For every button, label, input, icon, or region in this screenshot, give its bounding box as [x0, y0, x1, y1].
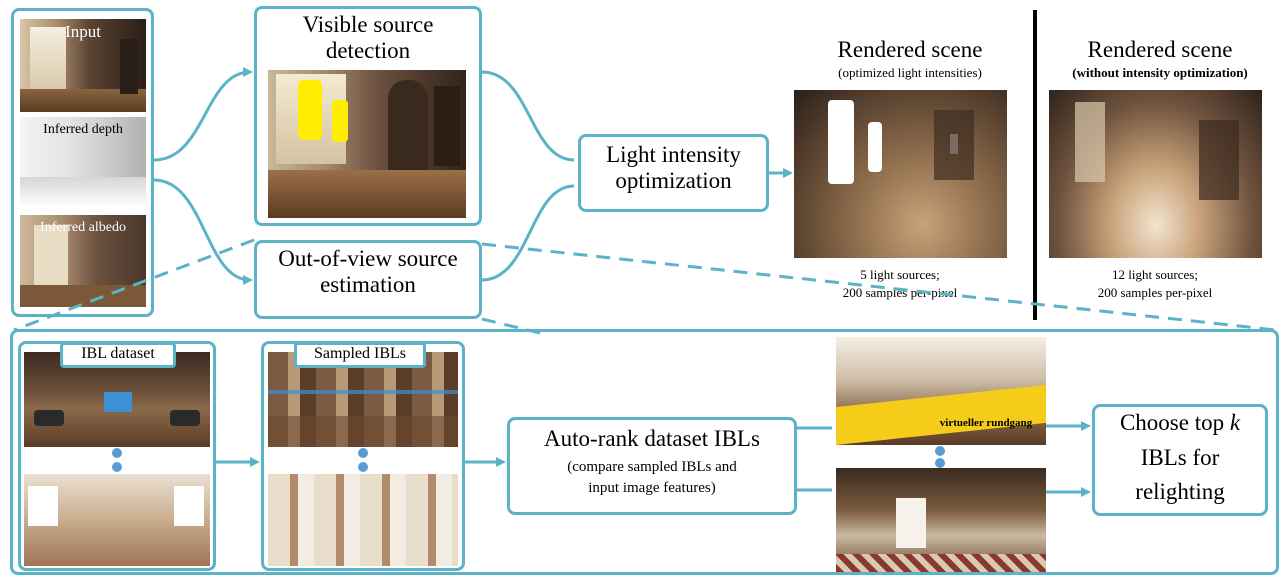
rendered-unoptimized-title: Rendered scene [1087, 37, 1233, 62]
arrow-visible-to-optimization [481, 70, 575, 162]
ranked-ibl-dot-1 [935, 446, 945, 456]
albedo-label: Inferred albedo [40, 220, 126, 235]
ibl-dataset-label: IBL dataset [81, 345, 155, 362]
rendered-optimized-caption-1: 5 light sources; [860, 267, 940, 282]
dashed-callout-left [13, 238, 255, 332]
depth-image [20, 117, 146, 207]
choose-top-k-line-2: IBLs for [1140, 445, 1220, 470]
rendered-optimized-caption-2: 200 samples per-pixel [842, 285, 958, 300]
out-of-view-title: Out-of-view source estimation [278, 246, 458, 298]
choose-top-k-line-1: Choose top k [1092, 410, 1268, 436]
sampled-ibls-dot-2 [358, 462, 368, 472]
visible-source-title: Visible source detection [302, 12, 434, 64]
choose-top-k-text: Choose top [1119, 410, 1225, 435]
depth-label: Inferred depth [43, 122, 123, 137]
arrow-input-to-outofview [153, 178, 253, 285]
rendered-unoptimized-caption-2: 200 samples per-pixel [1097, 285, 1213, 300]
arrow-outofview-to-optimization [481, 184, 575, 282]
ibl-dataset-label-box [60, 342, 176, 368]
visible-source-image [268, 70, 466, 218]
dashed-callout-bottom [481, 317, 541, 335]
choose-top-k-box [1092, 404, 1268, 516]
out-of-view-box [254, 240, 482, 319]
ibl-dataset-dot-1 [112, 448, 122, 458]
arrow-input-to-visible [153, 67, 253, 162]
ranked-ibl-image-2 [836, 468, 1046, 572]
rendered-unoptimized-image [1049, 90, 1262, 258]
vertical-divider [1033, 10, 1037, 320]
ranked-ibl-banner-text: virtueller rundgang [939, 417, 1033, 429]
sampled-ibls-label-box [294, 342, 426, 368]
input-label: Input [65, 22, 101, 41]
auto-rank-title: Auto-rank dataset IBLs [544, 426, 760, 451]
rendered-unoptimized-caption-1: 12 light sources; [1112, 267, 1198, 282]
input-image [20, 19, 146, 112]
dashed-callout-right [481, 242, 1277, 332]
rendered-optimized-subtitle: (optimized light intensities) [838, 65, 982, 80]
rendered-unoptimized-subtitle: (without intensity optimization) [1072, 65, 1248, 80]
sampled-ibls-image-2 [268, 474, 458, 566]
choose-top-k-line-3: relighting [1135, 479, 1225, 504]
ranked-ibl-image-1: virtueller rundgang [836, 337, 1046, 445]
sampled-ibls-label: Sampled IBLs [314, 345, 406, 362]
auto-rank-subtitle-2: input image features) [588, 480, 716, 496]
light-intensity-optimization-box [578, 134, 769, 212]
albedo-image [20, 215, 146, 307]
sampled-ibls-dot-1 [358, 448, 368, 458]
rendered-optimized-image [794, 90, 1007, 258]
ranked-ibl-dot-2 [935, 458, 945, 468]
auto-rank-subtitle-1: (compare sampled IBLs and [567, 459, 737, 475]
choose-top-k-variable: k [1229, 410, 1241, 435]
rendered-optimized-title: Rendered scene [837, 37, 983, 62]
ibl-dataset-dot-2 [112, 462, 122, 472]
auto-rank-box [507, 417, 797, 515]
light-intensity-optimization-title: Light intensity optimization [606, 142, 741, 194]
ibl-dataset-image-2 [24, 474, 210, 566]
